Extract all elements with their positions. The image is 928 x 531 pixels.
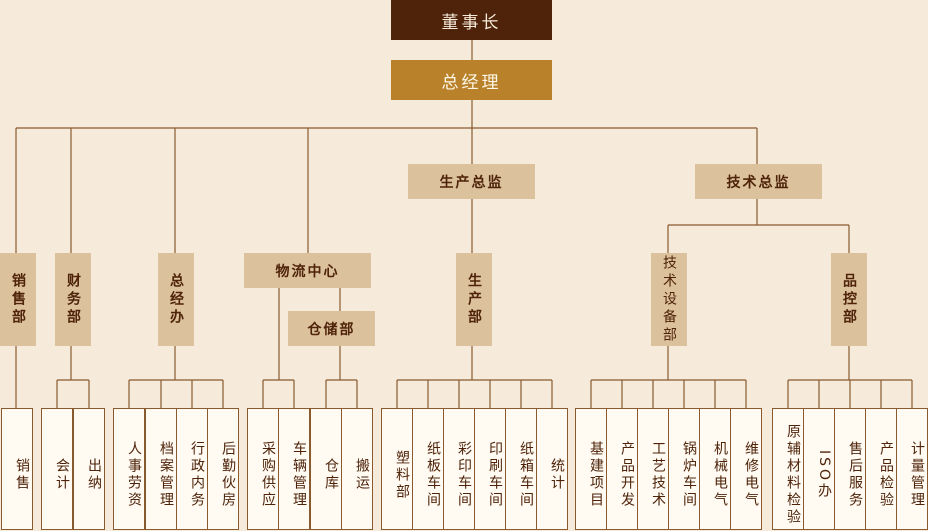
node-tech-director-label: 技术总监 (726, 174, 791, 191)
leaf-production-2: 彩印车间 (443, 408, 475, 530)
leaf-tech-4: 机械电气 (699, 408, 731, 530)
node-gm-office: 总经办 (158, 253, 194, 346)
leaf-logistics-0: 采购供应 (247, 408, 279, 530)
leaf-quality-3: 产品检验 (865, 408, 897, 530)
node-quality-dept-label: 品控部 (841, 272, 857, 327)
leaf-label: 塑料部 (394, 449, 410, 501)
leaf-label: 原辅材料检验 (785, 424, 801, 526)
leaf-label: 彩印车间 (456, 441, 472, 509)
leaf-label: 档案管理 (158, 441, 174, 509)
leaf-gm-office-0: 人事劳资 (113, 408, 145, 530)
leaf-warehouse-0: 仓库 (310, 408, 342, 530)
leaf-tech-3: 锅炉车间 (668, 408, 700, 530)
leaf-production-1: 纸板车间 (412, 408, 444, 530)
node-tech-equipment-dept-label: 技术设备部 (661, 254, 677, 345)
node-logistics-center-label: 物流中心 (275, 263, 340, 280)
leaf-quality-4: 计量管理 (896, 408, 928, 530)
leaf-finance-0: 会计 (41, 408, 73, 530)
leaf-label: 会计 (54, 458, 70, 492)
node-tech-director: 技术总监 (695, 164, 822, 199)
node-chairman-label: 董事长 (441, 12, 502, 33)
leaf-tech-5: 维修电气 (730, 408, 762, 530)
leaf-label: 销售 (14, 458, 30, 492)
leaf-production-0: 塑料部 (381, 408, 413, 530)
leaf-label: 统计 (549, 458, 565, 492)
leaf-label: ISO办 (816, 449, 832, 501)
leaf-label: 后勤伙房 (220, 441, 236, 509)
node-production-dept: 生产部 (456, 253, 492, 346)
node-tech-equipment-dept: 技术设备部 (651, 253, 687, 346)
leaf-production-3: 印刷车间 (474, 408, 506, 530)
leaf-label: 纸箱车间 (518, 441, 534, 509)
leaf-quality-0: 原辅材料检验 (772, 408, 804, 530)
node-gm-office-label: 总经办 (168, 272, 184, 327)
leaf-finance-1: 出纳 (73, 408, 105, 530)
leaf-label: 搬运 (354, 458, 370, 492)
leaf-label: 车辆管理 (291, 441, 307, 509)
leaf-label: 工艺技术 (650, 441, 666, 509)
node-warehouse-dept-label: 仓储部 (307, 321, 356, 338)
leaf-label: 维修电气 (743, 441, 759, 509)
leaf-label: 机械电气 (712, 441, 728, 509)
leaf-gm-office-2: 行政内务 (176, 408, 208, 530)
node-sales-dept-label: 销售部 (10, 272, 26, 327)
node-warehouse-dept: 仓储部 (288, 311, 375, 346)
node-production-director: 生产总监 (408, 164, 535, 199)
node-general-manager-label: 总经理 (441, 72, 502, 93)
leaf-label: 产品开发 (619, 441, 635, 509)
leaf-production-5: 统计 (536, 408, 568, 530)
leaf-logistics-1: 车辆管理 (278, 408, 310, 530)
node-sales-dept: 销售部 (0, 253, 36, 346)
leaf-tech-1: 产品开发 (606, 408, 638, 530)
leaf-label: 采购供应 (260, 441, 276, 509)
leaf-gm-office-3: 后勤伙房 (207, 408, 239, 530)
node-production-director-label: 生产总监 (439, 174, 504, 191)
leaf-label: 纸板车间 (425, 441, 441, 509)
node-chairman: 董事长 (391, 0, 552, 40)
node-general-manager: 总经理 (391, 60, 552, 100)
leaf-quality-1: ISO办 (803, 408, 835, 530)
leaf-label: 行政内务 (189, 441, 205, 509)
leaf-label: 出纳 (86, 458, 102, 492)
node-finance-dept-label: 财务部 (65, 272, 81, 327)
leaf-sales-0: 销售 (1, 408, 33, 530)
leaf-label: 产品检验 (878, 441, 894, 509)
leaf-label: 锅炉车间 (681, 441, 697, 509)
leaf-tech-2: 工艺技术 (637, 408, 669, 530)
leaf-label: 人事劳资 (126, 441, 142, 509)
leaf-gm-office-1: 档案管理 (145, 408, 177, 530)
node-production-dept-label: 生产部 (466, 272, 482, 327)
leaf-label: 仓库 (323, 458, 339, 492)
node-finance-dept: 财务部 (55, 253, 91, 346)
leaf-label: 售后服务 (847, 441, 863, 509)
leaf-label: 计量管理 (909, 441, 925, 509)
node-logistics-center: 物流中心 (244, 253, 371, 288)
node-quality-dept: 品控部 (831, 253, 867, 346)
leaf-label: 印刷车间 (487, 441, 503, 509)
leaf-production-4: 纸箱车间 (505, 408, 537, 530)
leaf-quality-2: 售后服务 (834, 408, 866, 530)
leaf-warehouse-1: 搬运 (341, 408, 373, 530)
leaf-label: 基建项目 (588, 441, 604, 509)
leaf-tech-0: 基建项目 (575, 408, 607, 530)
